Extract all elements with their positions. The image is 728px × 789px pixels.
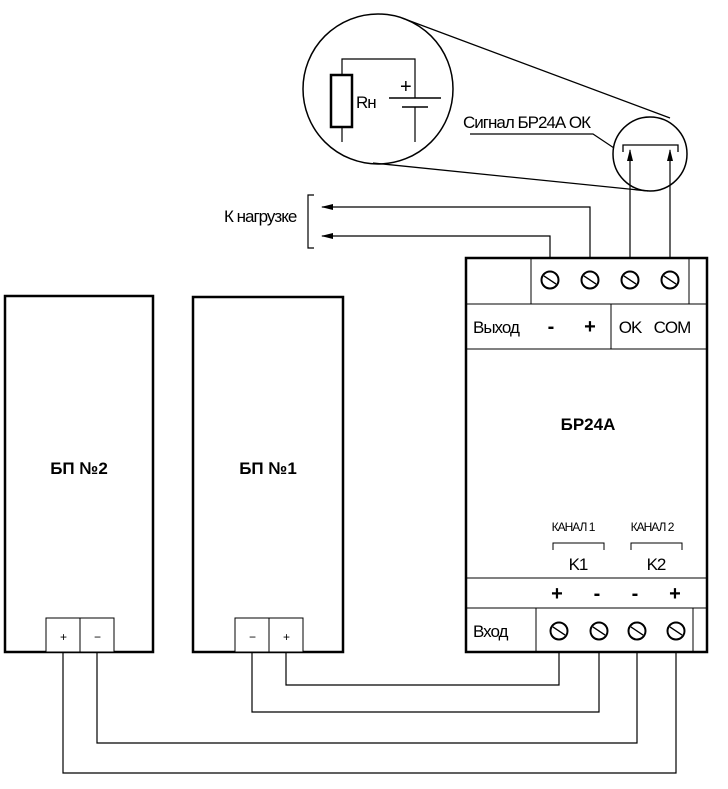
output-wires bbox=[321, 149, 673, 272]
channel-2-id: K2 bbox=[647, 555, 666, 574]
detail-magnifier bbox=[302, 13, 688, 192]
output-com-label: COM bbox=[654, 318, 691, 337]
psu-1-terminal-plus: + bbox=[283, 630, 290, 644]
load-label: К нагрузке bbox=[224, 207, 297, 226]
input-sign-4: + bbox=[669, 583, 681, 605]
input-terminal-1-screw bbox=[549, 621, 569, 641]
module-name: БР24А bbox=[561, 415, 616, 434]
resistor-icon bbox=[329, 58, 416, 142]
output-ok-label: OK bbox=[619, 318, 643, 337]
module-br24a: Выход - + OK COM БР24А КАНАЛ 1 K1 КАНАЛ … bbox=[464, 256, 709, 654]
input-wires bbox=[62, 632, 677, 774]
channel-1-id: K1 bbox=[569, 555, 588, 574]
output-terminal-ok-screw bbox=[620, 270, 640, 290]
input-terminal-2-screw bbox=[589, 621, 609, 641]
psu-2-terminal-plus: + bbox=[60, 630, 67, 644]
output-minus-label: - bbox=[548, 316, 555, 338]
input-terminal-3-screw bbox=[627, 621, 647, 641]
output-terminal-com-screw bbox=[660, 270, 680, 290]
signal-label: Сигнал БР24А ОК bbox=[463, 113, 591, 132]
output-terminal-minus-screw bbox=[540, 270, 560, 290]
output-label: Выход bbox=[473, 318, 520, 337]
battery-icon bbox=[389, 97, 441, 142]
psu-1-label: БП №1 bbox=[239, 459, 297, 478]
channel-2-label: КАНАЛ 2 bbox=[631, 520, 675, 534]
psu-2-label: БП №2 bbox=[50, 459, 108, 478]
battery-plus-label: + bbox=[400, 76, 412, 98]
psu-1: БП №1 − + bbox=[191, 295, 345, 654]
input-terminal-4-screw bbox=[666, 621, 686, 641]
input-sign-2: - bbox=[594, 583, 601, 605]
psu-2: БП №2 + − bbox=[3, 294, 155, 654]
resistor-label: Rн bbox=[356, 93, 376, 112]
output-terminal-plus-screw bbox=[580, 270, 600, 290]
output-plus-label: + bbox=[584, 316, 596, 338]
psu-1-terminal-minus: − bbox=[249, 630, 256, 644]
input-sign-3: - bbox=[632, 583, 639, 605]
psu-2-terminal-minus: − bbox=[94, 630, 101, 644]
channel-1-label: КАНАЛ 1 bbox=[552, 520, 596, 534]
input-sign-1: + bbox=[551, 583, 563, 605]
load-bracket bbox=[307, 194, 314, 249]
input-label: Вход bbox=[473, 622, 509, 641]
